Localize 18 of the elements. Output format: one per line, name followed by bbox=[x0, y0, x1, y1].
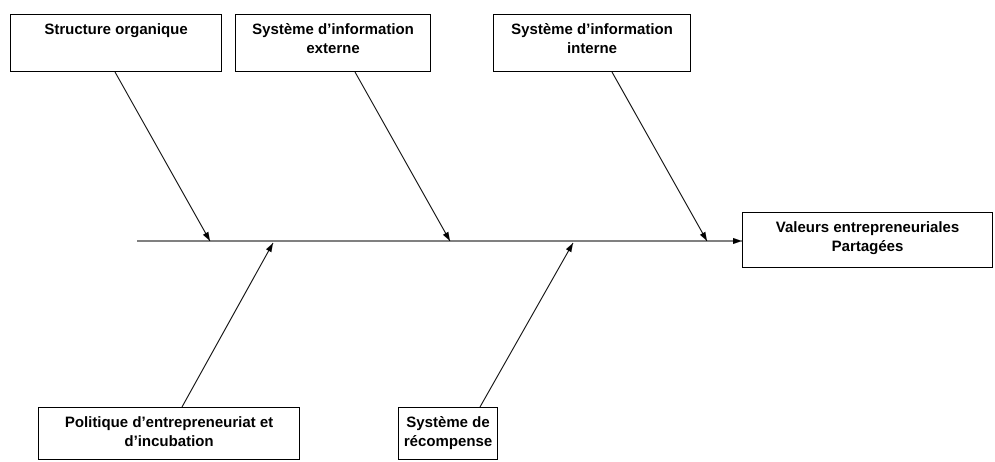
arrow bbox=[612, 72, 708, 242]
arrow bbox=[136, 238, 742, 244]
cause-box bbox=[38, 407, 300, 460]
box-label: Système d’information externe bbox=[251, 20, 415, 58]
cause-box bbox=[398, 407, 498, 460]
arrow bbox=[480, 242, 574, 408]
box-label: Système de récompense bbox=[402, 413, 494, 451]
cause-box bbox=[235, 14, 431, 72]
box-label: Politique d’entrepreneuriat et d’incubation bbox=[64, 413, 274, 451]
box-label: Valeurs entrepreneuriales Partagées bbox=[774, 218, 960, 256]
cause-box bbox=[493, 14, 691, 72]
arrow bbox=[182, 242, 274, 408]
cause-box bbox=[742, 212, 993, 268]
arrow bbox=[354, 72, 450, 242]
box-label: Structure organique bbox=[44, 20, 188, 39]
arrow bbox=[114, 72, 210, 242]
box-label: Système d’information interne bbox=[510, 20, 674, 58]
cause-box bbox=[10, 14, 222, 72]
